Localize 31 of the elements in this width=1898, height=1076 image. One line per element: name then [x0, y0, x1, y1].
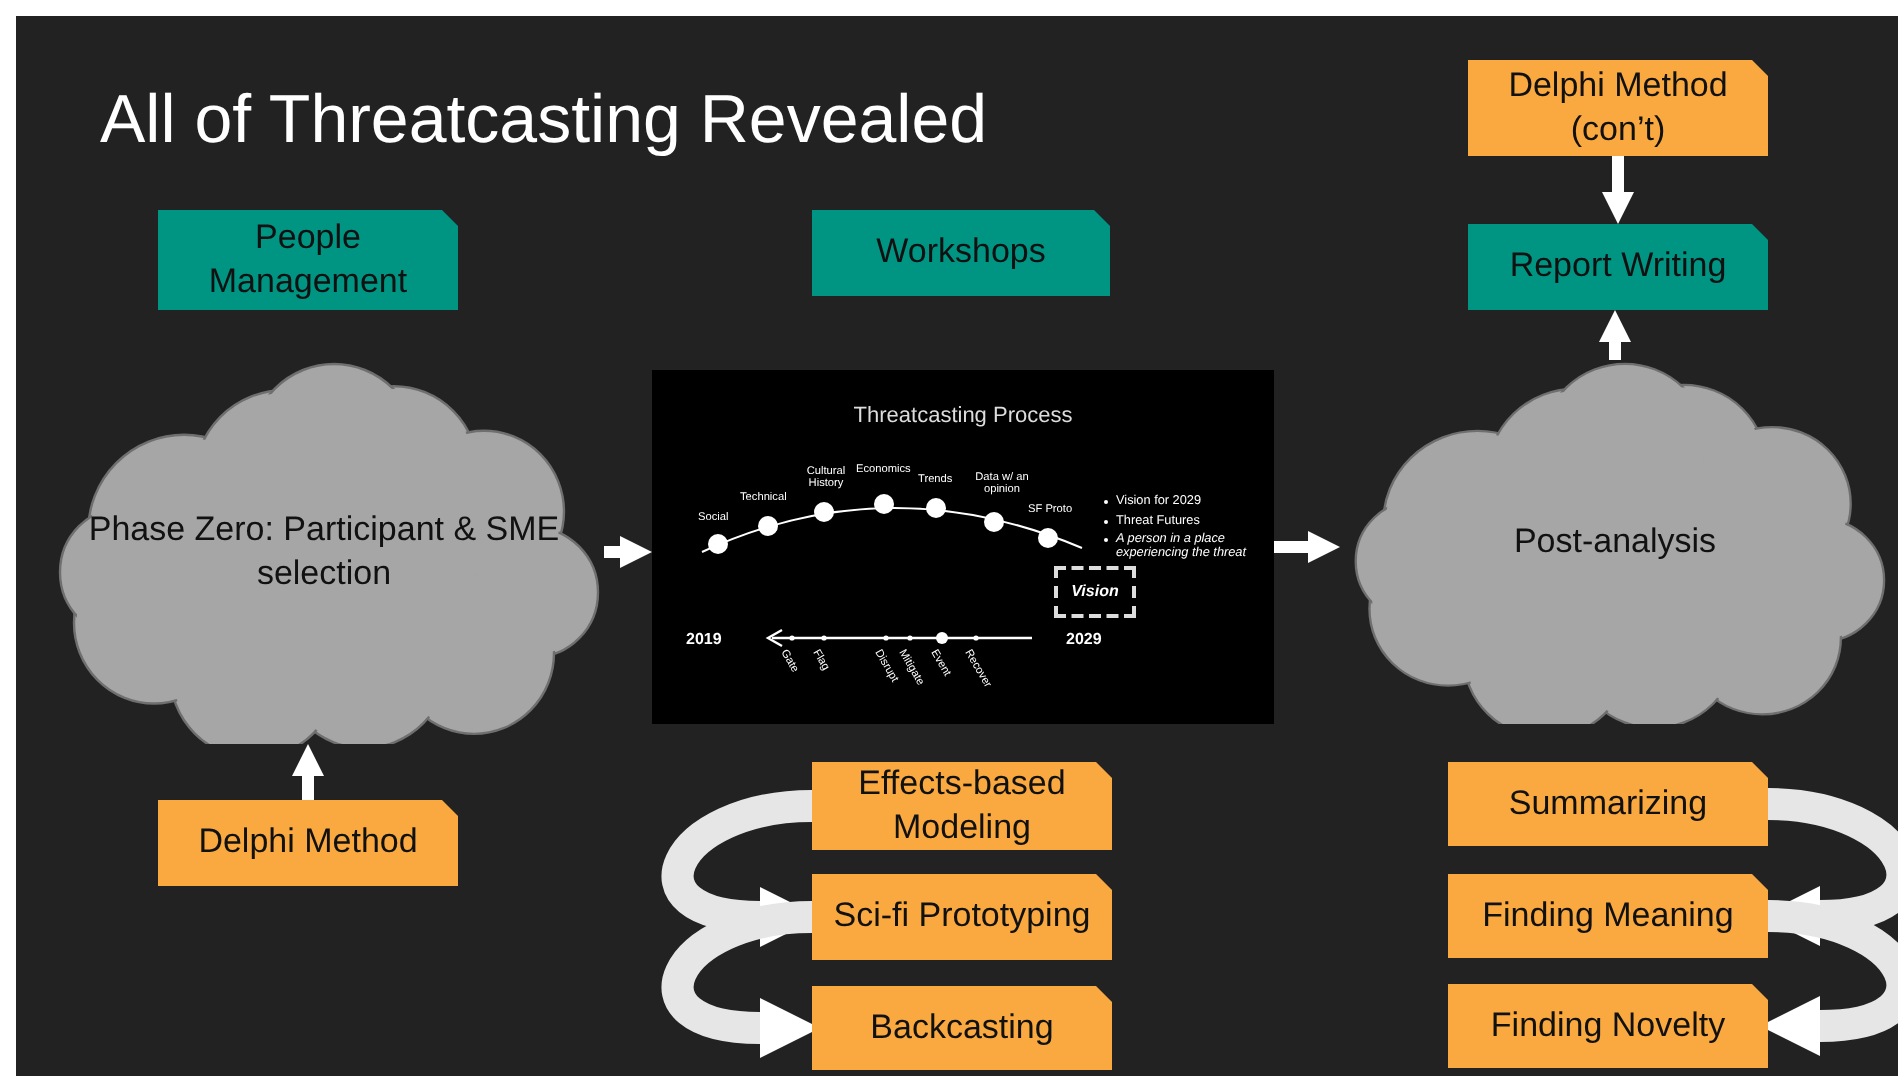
slide-title: All of Threatcasting Revealed	[100, 82, 988, 160]
process-box	[812, 874, 1112, 960]
node-label: Vision	[1071, 581, 1119, 603]
node-label: Summarizing	[1508, 781, 1708, 826]
node-label: Report Writing	[1509, 244, 1727, 289]
image-panel	[652, 370, 1274, 724]
year-label: 2019	[686, 630, 722, 649]
panel-title: Threatcasting Process	[851, 402, 1075, 431]
process-box	[158, 800, 458, 886]
process-box	[812, 762, 1112, 850]
node-label: Workshops	[876, 230, 1046, 275]
node-label: Phase Zero: Participant & SME selection	[86, 507, 562, 596]
node-label: Finding Novelty	[1490, 1003, 1726, 1048]
node-label: Finding Meaning	[1482, 893, 1734, 938]
process-box	[812, 986, 1112, 1070]
node-label: Effects-based Modeling	[856, 761, 1068, 850]
process-box	[1448, 874, 1768, 958]
process-box	[1448, 984, 1768, 1068]
dashed-box	[1054, 566, 1136, 618]
process-box	[1468, 224, 1768, 310]
process-box	[812, 210, 1110, 296]
process-box	[1468, 60, 1768, 156]
process-box	[158, 210, 458, 310]
node-label: Delphi Method	[198, 820, 418, 865]
node-label: Backcasting	[870, 1005, 1054, 1050]
node-label: Delphi Method (con’t)	[1506, 63, 1730, 152]
process-box	[1448, 762, 1768, 846]
node-label: People Management	[206, 215, 410, 304]
node-label: Post-analysis	[1513, 519, 1717, 564]
node-label: Sci-fi Prototyping	[833, 894, 1091, 939]
year-label: 2029	[1066, 630, 1102, 649]
